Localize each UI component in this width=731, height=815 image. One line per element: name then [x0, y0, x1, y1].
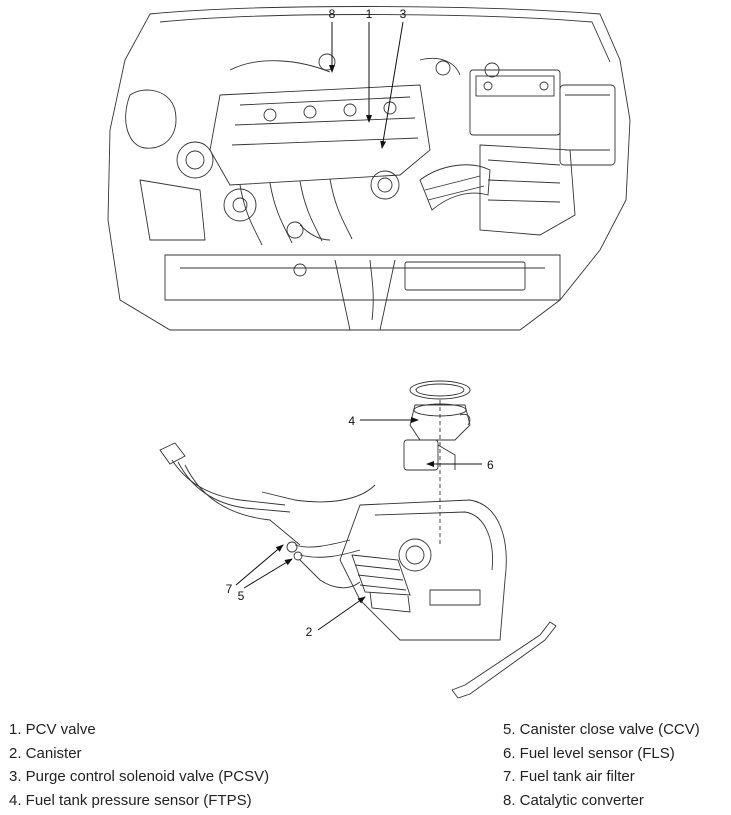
callout-6: 6 — [487, 458, 494, 472]
fuel-tank-illustration — [159, 380, 557, 699]
callout-4: 4 — [348, 414, 355, 428]
evap-system-diagram: 8 1 3 4 6 7 5 2 — [107, 6, 631, 699]
legend-right: 5. Canister close valve (CCV) 6. Fuel le… — [503, 718, 728, 812]
legend-item: 5. Canister close valve (CCV) — [503, 721, 700, 738]
legend-item: 4. Fuel tank pressure sensor (FTPS) — [9, 791, 252, 809]
callout-3: 3 — [400, 7, 407, 21]
legend-item: 2. Canister — [9, 744, 82, 762]
callout-8: 8 — [329, 7, 336, 21]
legend-item: 7. Fuel tank air filter — [503, 768, 635, 785]
callout-leaders — [235, 21, 482, 631]
callout-1: 1 — [366, 7, 373, 21]
engine-bay-illustration — [107, 6, 631, 331]
legend-left: 1. PCV valve 2. Canister 3. Purge contro… — [9, 718, 369, 812]
callout-2: 2 — [306, 625, 313, 639]
legend-item: 8. Catalytic converter — [503, 791, 644, 809]
legend-item: 3. Purge control solenoid valve (PCSV) — [9, 768, 270, 785]
legend-item: 6. Fuel level sensor (FLS) — [503, 744, 675, 762]
callout-7: 7 — [226, 582, 233, 596]
legend-item: 1. PCV valve — [9, 721, 96, 738]
callout-5: 5 — [238, 589, 245, 603]
